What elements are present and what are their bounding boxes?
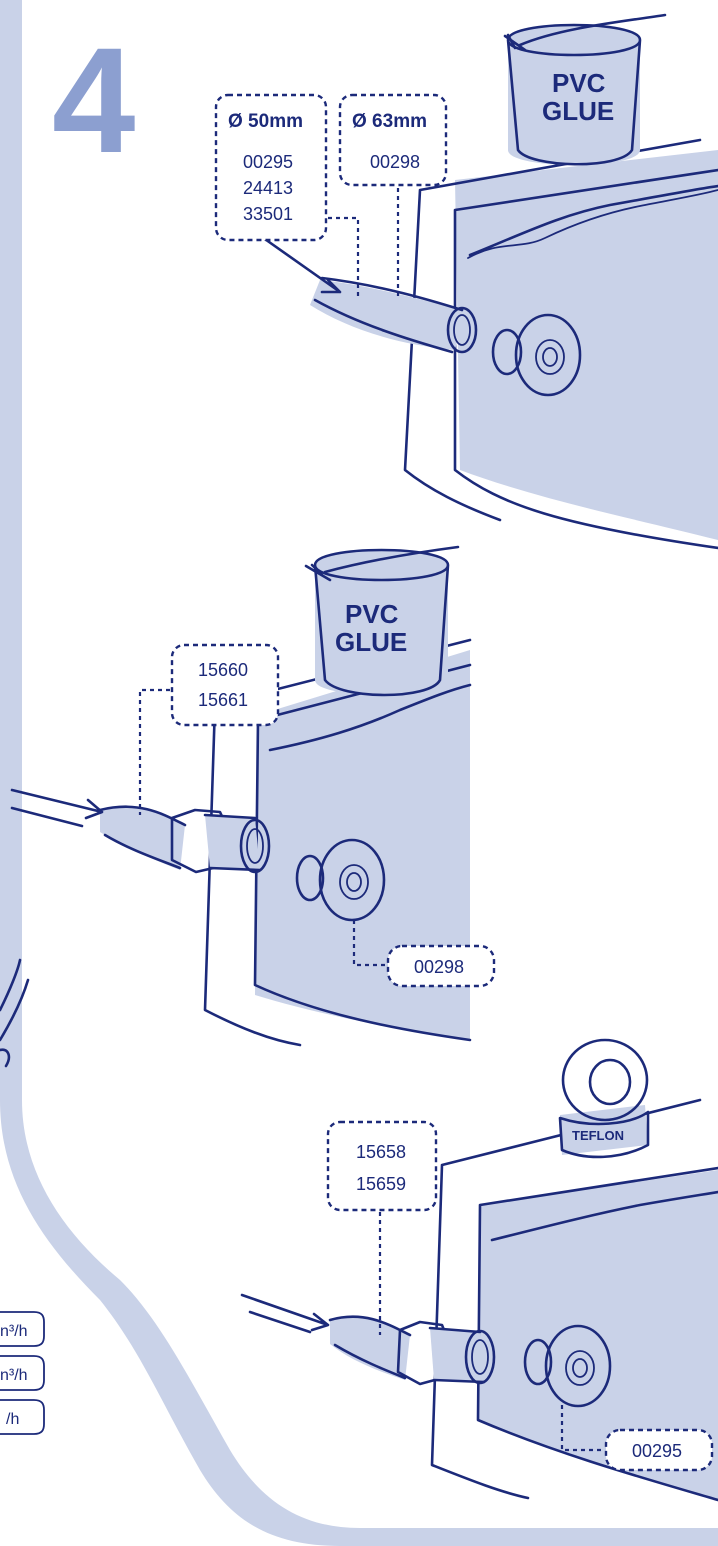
insert-arrow-3 [240, 1293, 330, 1334]
pool-wall-2 [255, 650, 470, 1040]
glue-label-line1-p1: PVC [552, 68, 606, 98]
box-nozzle-code-2 [386, 944, 496, 988]
pool-wall-outline-1 [403, 138, 718, 550]
hose-fitting-3 [328, 1315, 496, 1386]
partial-label-1: n³/h [0, 1323, 28, 1340]
box-63mm [338, 93, 448, 187]
nozzle-code-2: 00298 [414, 957, 464, 977]
teflon-tape: TEFLON [558, 1038, 650, 1159]
panel-1: PVC GLUE Ø 50mm 00295 24413 33501 [214, 13, 718, 550]
step-number: 4 [52, 16, 135, 184]
glue-can-1: PVC GLUE [503, 13, 667, 166]
wall-nozzle-2 [295, 838, 386, 922]
hose-fitting-2 [98, 805, 271, 874]
wall-nozzle-1 [491, 313, 582, 397]
box-nozzle-code-3 [604, 1428, 714, 1472]
panel-2: PVC GLUE 15660 15661 00298 [10, 545, 496, 1047]
leader-nozzle-2 [352, 920, 385, 967]
glue-can-2: PVC GLUE [304, 545, 460, 697]
fitting-code-2a: 15660 [198, 660, 248, 680]
box-50mm [214, 93, 328, 242]
panel-3: TEFLON 15658 15659 00295 [240, 1038, 718, 1502]
leader-50-1 [328, 216, 360, 300]
left-partial-labels: n³/h n³/h /h [0, 1311, 45, 1435]
left-partial-hose [0, 958, 30, 1068]
pool-wall-1 [455, 150, 718, 540]
glue-label-line2-p1: GLUE [542, 96, 614, 126]
teflon-label: TEFLON [572, 1128, 624, 1143]
glue-label-line1-p2: PVC [345, 599, 399, 629]
insert-arrow-2 [10, 788, 104, 828]
wall-nozzle-3 [523, 1324, 612, 1408]
fitting-code-3b: 15659 [356, 1174, 406, 1194]
partial-label-2: n³/h [0, 1367, 28, 1384]
pipe-1 [310, 276, 478, 354]
nozzle-code-3: 00295 [632, 1441, 682, 1461]
box-50mm-code-3: 33501 [243, 204, 293, 224]
glue-label-line2-p2: GLUE [335, 627, 407, 657]
box-50mm-title: Ø 50mm [228, 111, 303, 132]
partial-label-3: /h [6, 1411, 19, 1428]
box-50mm-code-1: 00295 [243, 152, 293, 172]
box-63mm-code-1: 00298 [370, 152, 420, 172]
box-63mm-title: Ø 63mm [352, 111, 427, 132]
insert-arrow-1 [260, 235, 342, 294]
box-50mm-code-2: 24413 [243, 178, 293, 198]
fitting-code-2b: 15661 [198, 690, 248, 710]
leader-fitting-2 [138, 688, 170, 815]
box-fitting-codes-2 [170, 643, 280, 727]
box-fitting-codes-3 [326, 1120, 438, 1212]
water-line-1 [467, 189, 718, 259]
leader-nozzle-3 [560, 1405, 605, 1452]
fitting-code-3a: 15658 [356, 1142, 406, 1162]
